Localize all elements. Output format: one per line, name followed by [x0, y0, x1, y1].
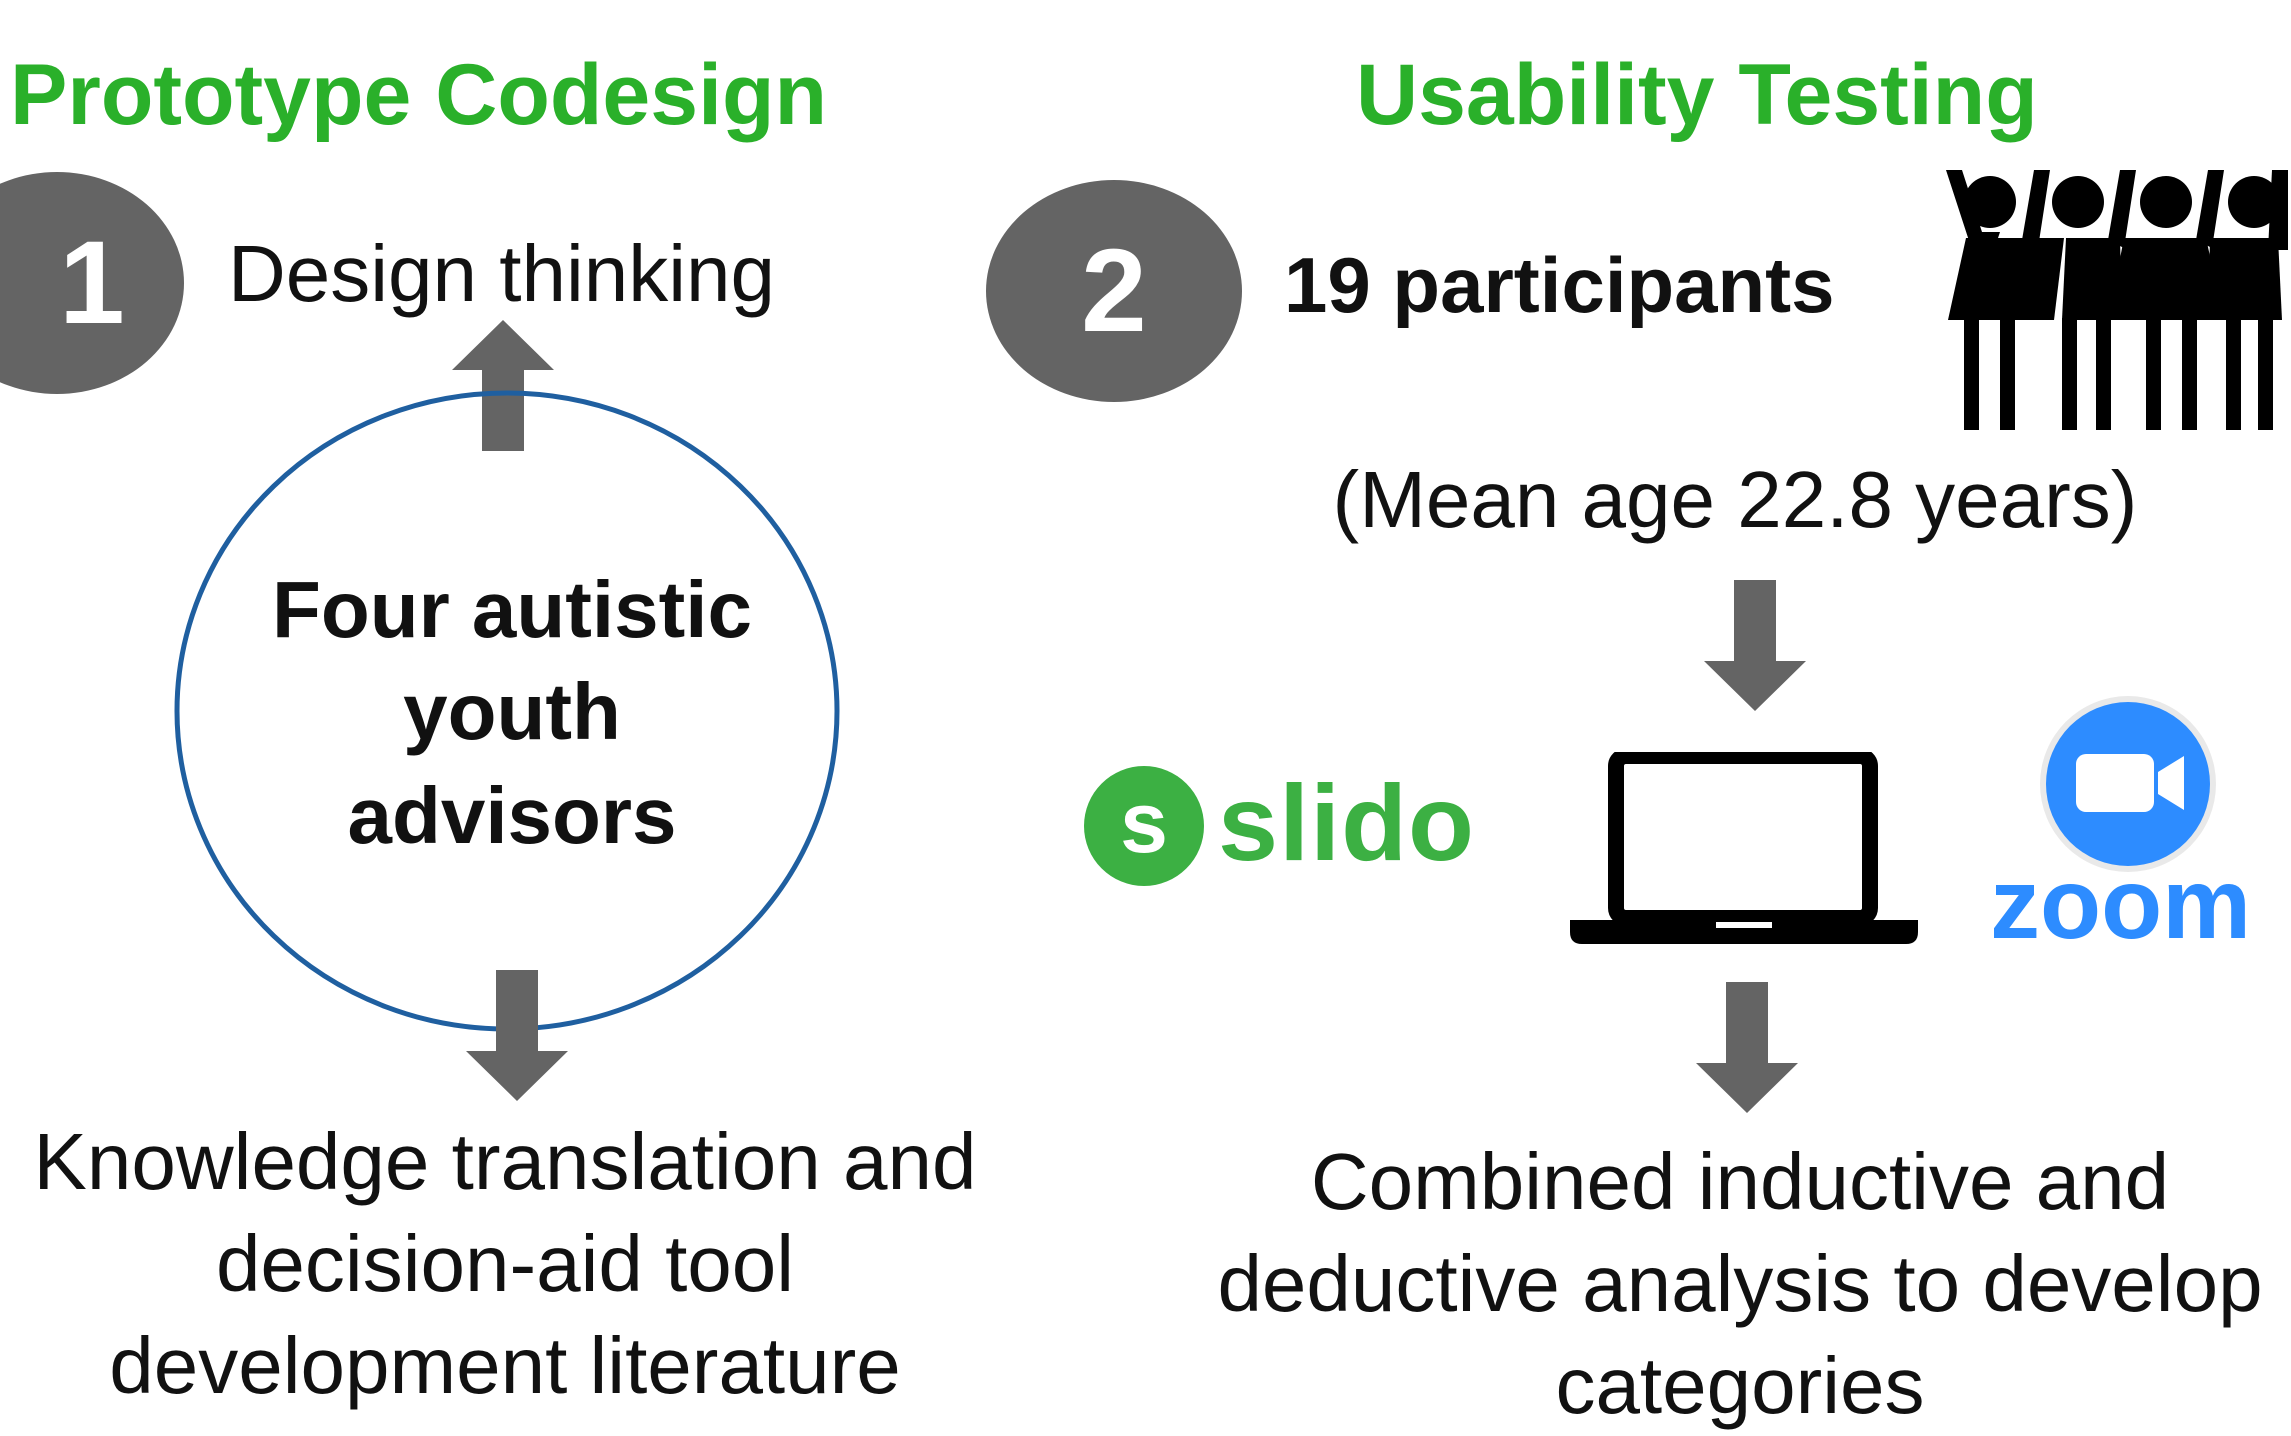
advisors-line-1: Four autistic	[271, 565, 753, 654]
step-2-number: 2	[1081, 225, 1147, 357]
arrow-up-icon	[452, 320, 554, 451]
zoom-wordmark: zoom	[1990, 848, 2252, 960]
step-1-badge: 1	[0, 172, 184, 394]
arrow-down-icon	[466, 970, 568, 1101]
participants-label: 19 participants	[1284, 241, 1835, 329]
analysis-line-2: deductive analysis to develop	[1217, 1239, 2263, 1328]
knowledge-line-2: decision-aid tool	[215, 1219, 795, 1308]
mean-age-label: (Mean age 22.8 years)	[1332, 455, 2138, 544]
slido-wordmark: slido	[1218, 762, 1476, 883]
design-thinking-label: Design thinking	[228, 229, 775, 318]
slido-logo: s slido	[1084, 762, 1524, 890]
people-group-icon	[1946, 170, 2288, 430]
zoom-logo: zoom	[1986, 694, 2266, 954]
laptop-icon	[1570, 752, 1918, 944]
arrow-down-icon	[1696, 982, 1798, 1113]
knowledge-line-1: Knowledge translation and	[33, 1117, 977, 1206]
video-camera-icon	[2040, 696, 2216, 872]
left-panel-title: Prototype Codesign	[10, 47, 828, 143]
advisors-line-2: youth	[403, 667, 621, 756]
advisors-line-3: advisors	[347, 771, 677, 860]
arrow-down-icon	[1704, 580, 1806, 711]
slido-mark: s	[1084, 766, 1204, 886]
analysis-line-1: Combined inductive and	[1310, 1137, 2170, 1226]
knowledge-line-3: development literature	[109, 1321, 901, 1410]
right-panel-title: Usability Testing	[1356, 47, 2038, 143]
step-1-number: 1	[59, 217, 125, 349]
analysis-line-3: categories	[1555, 1341, 1925, 1430]
step-2-badge: 2	[986, 180, 1242, 402]
